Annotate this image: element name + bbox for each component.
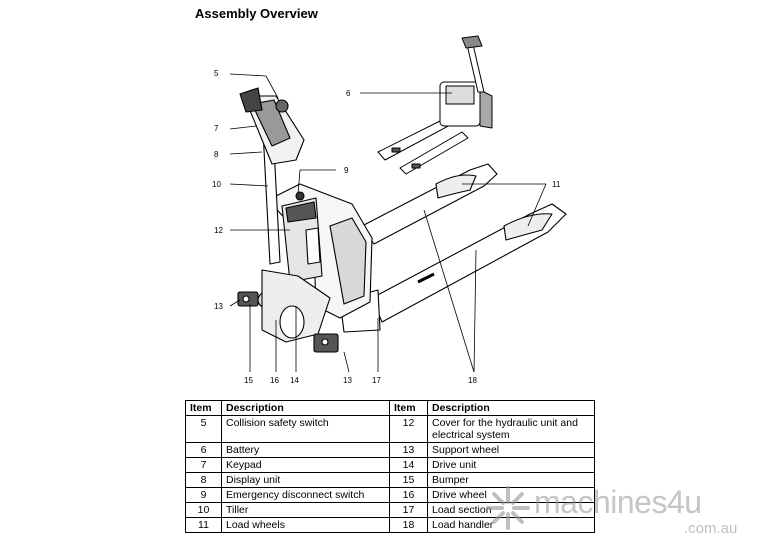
item-description: Keypad <box>221 457 390 473</box>
item-number: 11 <box>185 517 222 533</box>
table-row: 6 Battery 13 Support wheel <box>185 442 595 458</box>
item-number: 9 <box>185 487 222 503</box>
callout-6: 6 <box>346 89 351 98</box>
header-item-left: Item <box>185 400 222 416</box>
item-number: 14 <box>389 457 428 473</box>
header-description-left: Description <box>221 400 390 416</box>
item-description: Emergency disconnect switch <box>221 487 390 503</box>
callout-7: 7 <box>214 124 219 133</box>
item-number: 16 <box>389 487 428 503</box>
item-number: 13 <box>389 442 428 458</box>
table-header-row: Item Description Item Description <box>185 400 595 416</box>
callout-12: 12 <box>214 226 223 235</box>
callout-13-left: 13 <box>214 302 223 311</box>
item-number: 18 <box>389 517 428 533</box>
table-row: 7 Keypad 14 Drive unit <box>185 457 595 473</box>
item-description: Collision safety switch <box>221 415 390 443</box>
callout-13-right: 13 <box>343 376 352 385</box>
callout-17: 17 <box>372 376 381 385</box>
callout-10: 10 <box>212 180 221 189</box>
item-description: Support wheel <box>427 442 595 458</box>
item-number: 7 <box>185 457 222 473</box>
callout-11: 11 <box>552 180 561 189</box>
main-truck-illustration <box>237 87 567 353</box>
item-description: Load handler <box>427 517 595 533</box>
item-number: 12 <box>389 415 428 443</box>
table-row: 11 Load wheels 18 Load handler <box>185 517 595 533</box>
item-description: Drive unit <box>427 457 595 473</box>
item-description: Tiller <box>221 502 390 518</box>
machines4u-watermark: machines4u .com.au <box>482 480 772 540</box>
callout-9: 9 <box>344 166 349 175</box>
item-number: 15 <box>389 472 428 488</box>
table-row: 8 Display unit 15 Bumper <box>185 472 595 488</box>
callout-8: 8 <box>214 150 219 159</box>
inset-truck-illustration <box>377 35 493 175</box>
callout-leader-lines <box>229 73 547 373</box>
watermark-brand: machines4u <box>534 484 702 520</box>
table-row: 5 Collision safety switch 12 Cover for t… <box>185 415 595 443</box>
item-number: 17 <box>389 502 428 518</box>
page-title: Assembly Overview <box>195 6 318 21</box>
item-description: Cover for the hydraulic unit and electri… <box>427 415 595 443</box>
callout-14: 14 <box>290 376 299 385</box>
item-number: 5 <box>185 415 222 443</box>
header-item-right: Item <box>389 400 428 416</box>
item-number: 8 <box>185 472 222 488</box>
callout-18: 18 <box>468 376 477 385</box>
starburst-logo-icon <box>486 486 530 530</box>
header-description-right: Description <box>427 400 595 416</box>
table-row: 10 Tiller 17 Load section <box>185 502 595 518</box>
callout-5: 5 <box>214 69 219 78</box>
watermark-domain: .com.au <box>684 520 738 537</box>
item-description: Battery <box>221 442 390 458</box>
pallet-truck-diagram: 5 6 7 8 9 10 11 12 13 15 16 14 13 17 18 <box>212 35 567 385</box>
callout-15: 15 <box>244 376 253 385</box>
parts-table: Item Description Item Description 5 Coll… <box>185 400 595 533</box>
item-description: Display unit <box>221 472 390 488</box>
item-description: Load wheels <box>221 517 390 533</box>
item-number: 6 <box>185 442 222 458</box>
callout-16: 16 <box>270 376 279 385</box>
item-number: 10 <box>185 502 222 518</box>
